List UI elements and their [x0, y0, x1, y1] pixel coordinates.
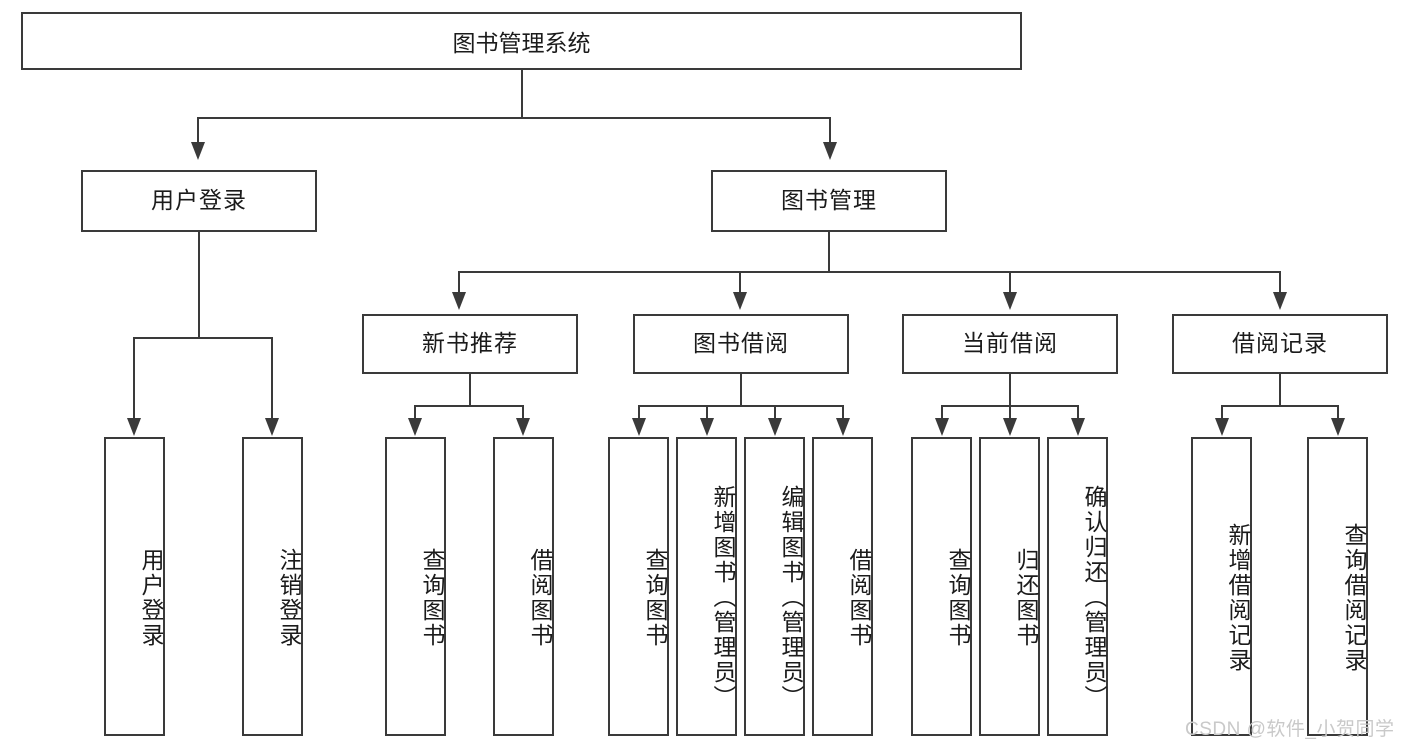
- connector-br-leg-1: [1221, 405, 1223, 419]
- connector-book-management-stem: [828, 232, 830, 272]
- connector-root-to-book-management: [829, 117, 831, 143]
- connector-br-bar: [1221, 405, 1339, 407]
- leaf-new-book-borrow-book[interactable]: 借阅图书: [493, 437, 554, 736]
- connector-br-stem: [1279, 374, 1281, 406]
- node-new-book-recommend[interactable]: 新书推荐: [362, 314, 578, 374]
- connector-bb-leg-2: [706, 405, 708, 419]
- connector-cb-leg-2: [1009, 405, 1011, 419]
- arrow-br-leaf-1: [1215, 418, 1229, 436]
- arrow-br-leaf-2: [1331, 418, 1345, 436]
- arrow-cb-leaf-1: [935, 418, 949, 436]
- node-book-borrow[interactable]: 图书借阅: [633, 314, 849, 374]
- node-user-login[interactable]: 用户登录: [81, 170, 317, 232]
- connector-root-stem: [521, 70, 523, 118]
- connector-nbr-leg-1: [414, 405, 416, 419]
- arrow-bb-leaf-2: [700, 418, 714, 436]
- connector-cb-leg-3: [1077, 405, 1079, 419]
- arrow-nbr-leaf-2: [516, 418, 530, 436]
- leaf-label: 用户登录: [138, 547, 164, 648]
- connector-bm-leg-2: [739, 271, 741, 293]
- arrow-root-to-book-management: [823, 142, 837, 160]
- arrow-bb-leaf-1: [632, 418, 646, 436]
- connector-user-login-bar: [133, 337, 273, 339]
- connector-user-login-leg-2: [271, 337, 273, 419]
- leaf-label: 查询图书: [419, 547, 445, 648]
- leaf-book-borrow-edit-book-admin[interactable]: 编辑图书（管理员）: [744, 437, 805, 736]
- leaf-user-login-login[interactable]: 用户登录: [104, 437, 165, 736]
- leaf-label: 注销登录: [276, 547, 302, 648]
- leaf-label: 借阅图书: [846, 547, 872, 648]
- connector-cb-leg-1: [941, 405, 943, 419]
- connector-nbr-leg-2: [522, 405, 524, 419]
- leaf-label: 查询图书: [945, 547, 971, 648]
- connector-user-login-stem: [198, 232, 200, 338]
- node-current-borrow[interactable]: 当前借阅: [902, 314, 1118, 374]
- connector-bb-leg-1: [638, 405, 640, 419]
- arrow-user-login-leaf-1: [127, 418, 141, 436]
- arrow-nbr-leaf-1: [408, 418, 422, 436]
- node-label: 用户登录: [151, 187, 247, 214]
- leaf-label: 确认归还（管理员）: [1081, 485, 1107, 710]
- connector-bb-leg-4: [842, 405, 844, 419]
- leaf-borrow-record-add-record[interactable]: 新增借阅记录: [1191, 437, 1252, 736]
- leaf-borrow-record-query-record[interactable]: 查询借阅记录: [1307, 437, 1368, 736]
- node-label: 新书推荐: [422, 330, 518, 357]
- node-label: 图书管理: [781, 187, 877, 214]
- node-label: 图书管理系统: [452, 30, 591, 56]
- arrow-bm-to-new-book-recommend: [452, 292, 466, 310]
- leaf-label: 新增借阅记录: [1225, 522, 1251, 673]
- connector-book-management-bar: [458, 271, 1280, 273]
- leaf-label: 编辑图书（管理员）: [778, 485, 804, 710]
- leaf-current-borrow-confirm-return-admin[interactable]: 确认归还（管理员）: [1047, 437, 1108, 736]
- arrow-bb-leaf-4: [836, 418, 850, 436]
- leaf-label: 新增图书（管理员）: [710, 485, 736, 710]
- connector-root-to-user-login: [197, 117, 199, 143]
- arrow-root-to-user-login: [191, 142, 205, 160]
- arrow-user-login-leaf-2: [265, 418, 279, 436]
- leaf-label: 查询图书: [642, 547, 668, 648]
- leaf-user-login-logout[interactable]: 注销登录: [242, 437, 303, 736]
- leaf-book-borrow-add-book-admin[interactable]: 新增图书（管理员）: [676, 437, 737, 736]
- arrow-bm-to-borrow-record: [1273, 292, 1287, 310]
- connector-bm-leg-1: [458, 271, 460, 293]
- arrow-bb-leaf-3: [768, 418, 782, 436]
- connector-nbr-bar: [414, 405, 524, 407]
- arrow-bm-to-current-borrow: [1003, 292, 1017, 310]
- connector-bb-leg-3: [774, 405, 776, 419]
- leaf-label: 归还图书: [1013, 547, 1039, 648]
- leaf-current-borrow-query-book[interactable]: 查询图书: [911, 437, 972, 736]
- connector-bm-leg-3: [1009, 271, 1011, 293]
- connector-root-bar: [197, 117, 829, 119]
- connector-bb-stem: [740, 374, 742, 406]
- node-label: 当前借阅: [962, 330, 1058, 357]
- node-label: 借阅记录: [1232, 330, 1328, 357]
- connector-nbr-stem: [469, 374, 471, 406]
- node-book-management[interactable]: 图书管理: [711, 170, 947, 232]
- arrow-cb-leaf-2: [1003, 418, 1017, 436]
- leaf-label: 查询借阅记录: [1341, 522, 1367, 673]
- leaf-current-borrow-return-book[interactable]: 归还图书: [979, 437, 1040, 736]
- node-borrow-record[interactable]: 借阅记录: [1172, 314, 1388, 374]
- connector-cb-stem: [1009, 374, 1011, 406]
- leaf-book-borrow-borrow-book[interactable]: 借阅图书: [812, 437, 873, 736]
- leaf-label: 借阅图书: [527, 547, 553, 648]
- arrow-cb-leaf-3: [1071, 418, 1085, 436]
- connector-bb-bar: [638, 405, 843, 407]
- connector-bm-leg-4: [1279, 271, 1281, 293]
- arrow-bm-to-book-borrow: [733, 292, 747, 310]
- connector-user-login-leg-1: [133, 337, 135, 419]
- node-label: 图书借阅: [693, 330, 789, 357]
- node-root-book-management-system[interactable]: 图书管理系统: [21, 12, 1022, 70]
- leaf-new-book-query-book[interactable]: 查询图书: [385, 437, 446, 736]
- leaf-book-borrow-query-book[interactable]: 查询图书: [608, 437, 669, 736]
- connector-br-leg-2: [1337, 405, 1339, 419]
